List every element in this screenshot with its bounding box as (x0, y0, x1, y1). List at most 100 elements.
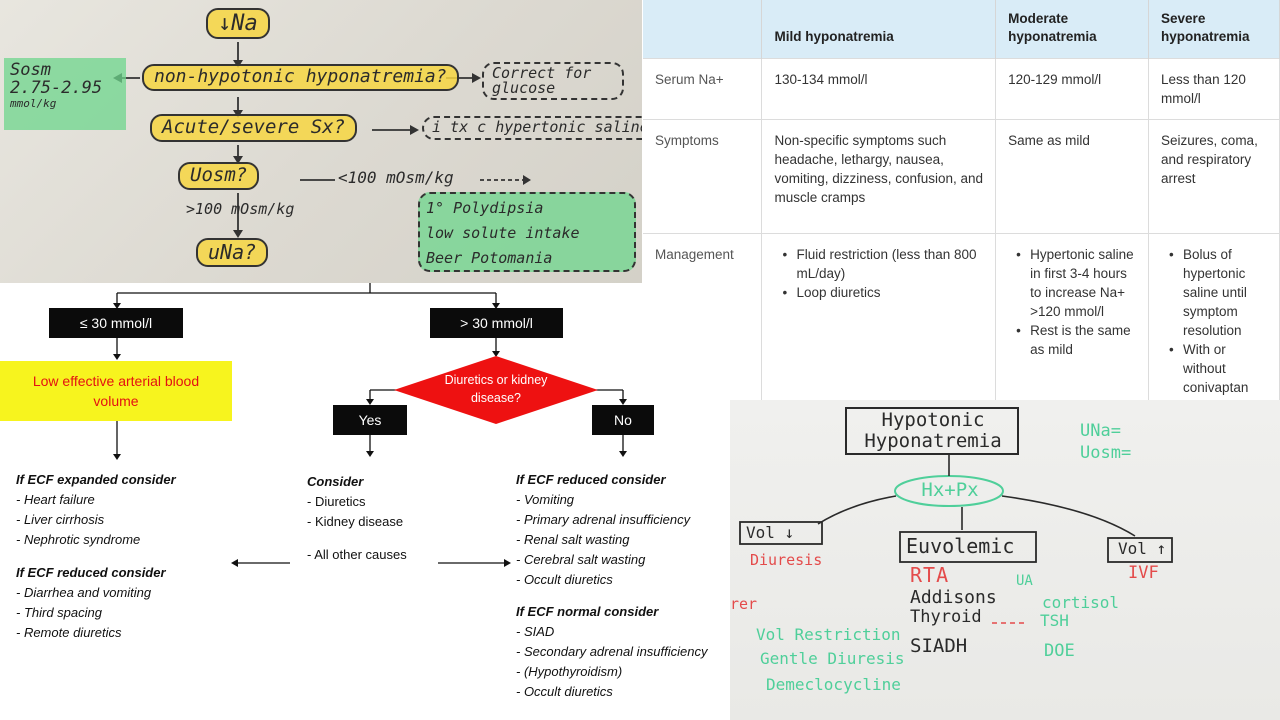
low-uosm-label: <100 mOsm/kg (338, 170, 454, 187)
list-item: Rest is the same as mild (1008, 321, 1136, 359)
list-item: - Renal salt wasting (516, 530, 690, 550)
serum-severe: Less than 120 mmol/l (1149, 59, 1280, 120)
management-severe: Bolus of hypertonic saline until symptom… (1149, 234, 1280, 409)
rta-label: RTA (910, 564, 949, 586)
list-item: - SIAD (516, 622, 708, 642)
vol-up-label: Vol ↑ (1118, 540, 1166, 558)
list-item: - Occult diuretics (516, 682, 708, 702)
title-line-1: Hypotonic (858, 410, 1008, 431)
vol-down-label: Vol ↓ (746, 524, 794, 542)
symptoms-moderate: Same as mild (996, 120, 1149, 234)
list-item: - Cerebral salt wasting (516, 550, 690, 570)
urine-osm-label: Uosm= (1080, 444, 1131, 463)
printed-flowchart: ≤ 30 mmol/l > 30 mmol/l Low effective ar… (0, 283, 730, 720)
row-label-symptoms: Symptoms (643, 120, 762, 234)
list-item: - Remote diuretics (16, 623, 166, 643)
handwritten-flowchart: ↓Na Sosm 2.75-2.95 mmol/kg non-hypotonic… (0, 0, 642, 283)
table-row: Serum Na+ 130-134 mmol/l 120-129 mmol/l … (643, 59, 1280, 120)
serum-moderate: 120-129 mmol/l (996, 59, 1149, 120)
ecf-reduced-heading-left: If ECF reduced consider (16, 563, 166, 583)
table-header-row: Mild hyponatremia Moderate hyponatremia … (643, 0, 1280, 59)
cause-item: Beer Potomania (426, 246, 628, 271)
list-item: - Primary adrenal insufficiency (516, 510, 690, 530)
header-moderate: Moderate hyponatremia (996, 0, 1149, 59)
diuresis-label: Diuresis (750, 552, 822, 569)
list-item: Fluid restriction (less than 800 mL/day) (774, 245, 983, 283)
serum-osmolality-note: Sosm 2.75-2.95 mmol/kg (4, 58, 126, 130)
ivf-label: IVF (1128, 564, 1159, 583)
list-item: - Kidney disease (307, 512, 403, 532)
symptoms-mild: Non-specific symptoms such headache, let… (762, 120, 996, 234)
list-item: - Diuretics (307, 492, 403, 512)
sosm-range: 2.75-2.95 (10, 80, 120, 98)
history-physical-label: Hx+Px (910, 480, 990, 501)
doe-label: DOE (1044, 642, 1075, 661)
table-row: Management Fluid restriction (less than … (643, 234, 1280, 409)
urine-sodium-question: uNa? (196, 238, 268, 267)
title-text: Hypotonic Hyponatremia (858, 410, 1008, 452)
high-uosm-label: >100 mOsm/kg (186, 202, 294, 218)
row-label-serum: Serum Na+ (643, 59, 762, 120)
header-empty (643, 0, 762, 59)
tsh-label: TSH (1040, 612, 1069, 630)
hyponatremia-severity-table: Mild hyponatremia Moderate hyponatremia … (643, 0, 1280, 400)
header-severe: Severe hyponatremia (1149, 0, 1280, 59)
list-item: - Nephrotic syndrome (16, 530, 176, 550)
list-item: - Heart failure (16, 490, 176, 510)
low-uosm-causes: 1° Polydipsia low solute intake Beer Pot… (418, 192, 636, 272)
whiteboard-diagram: Hypotonic Hyponatremia UNa= Uosm= Hx+Px … (730, 400, 1280, 720)
consider-heading: Consider (307, 472, 403, 492)
ecf-reduced-list-left: If ECF reduced consider - Diarrhea and v… (16, 563, 166, 643)
diamond-label: Diuretics or kidney disease? (436, 371, 556, 407)
list-item: - Diarrhea and vomiting (16, 583, 166, 603)
ecf-expanded-list: If ECF expanded consider - Heart failure… (16, 470, 176, 550)
urine-osmolality-question: Uosm? (178, 162, 259, 190)
cause-item: 1° Polydipsia (426, 196, 628, 221)
ecf-reduced-heading-right: If ECF reduced consider (516, 470, 690, 490)
vol-restriction-label: Vol Restriction (756, 626, 901, 644)
urine-sodium-label: UNa= (1080, 422, 1121, 441)
title-line-2: Hyponatremia (858, 431, 1008, 452)
management-moderate: Hypertonic saline in first 3-4 hours to … (996, 234, 1149, 409)
row-label-management: Management (643, 234, 762, 409)
symptoms-severe: Seizures, coma, and respiratory arrest (1149, 120, 1280, 234)
ecf-normal-heading: If ECF normal consider (516, 602, 708, 622)
acute-severe-question: Acute/severe Sx? (150, 114, 357, 142)
yes-box: Yes (333, 405, 407, 435)
consider-list: Consider - Diuretics - Kidney disease (307, 472, 403, 532)
table-row: Symptoms Non-specific symptoms such head… (643, 120, 1280, 234)
list-item: - (Hypothyroidism) (516, 662, 708, 682)
list-item: - Secondary adrenal insufficiency (516, 642, 708, 662)
low-urine-sodium-box: ≤ 30 mmol/l (49, 308, 183, 338)
cause-item: low solute intake (426, 221, 628, 246)
correct-glucose-note: Correct for glucose (482, 62, 624, 100)
list-item: With or without conivaptan (1161, 340, 1267, 397)
ecf-expanded-heading: If ECF expanded consider (16, 470, 176, 490)
ecf-reduced-list-right: If ECF reduced consider - Vomiting - Pri… (516, 470, 690, 590)
low-arterial-volume-box: Low effective arterial blood volume (0, 361, 232, 421)
list-item: - Liver cirrhosis (16, 510, 176, 530)
list-item: Bolus of hypertonic saline until symptom… (1161, 245, 1267, 340)
gentle-diuresis-label: Gentle Diuresis (760, 650, 905, 668)
all-other-causes: - All other causes (307, 545, 407, 565)
thyroid-label: Thyroid (910, 608, 982, 627)
siadh-label: SIADH (910, 636, 967, 657)
header-mild: Mild hyponatremia (762, 0, 996, 59)
serum-mild: 130-134 mmol/l (762, 59, 996, 120)
cortisol-label: cortisol (1042, 594, 1119, 612)
management-mild: Fluid restriction (less than 800 mL/day)… (762, 234, 996, 409)
euvolemic-label: Euvolemic (906, 535, 1014, 557)
non-hypotonic-question: non-hypotonic hyponatremia? (142, 64, 459, 91)
high-urine-sodium-box: > 30 mmol/l (430, 308, 563, 338)
addisons-label: Addisons (910, 588, 997, 608)
hypertonic-saline-note: i tx c hypertonic saline (422, 116, 642, 140)
edge-mark: rer (730, 596, 757, 613)
list-item: Loop diuretics (774, 283, 983, 302)
ecf-normal-list: If ECF normal consider - SIAD - Secondar… (516, 602, 708, 702)
list-item: - Third spacing (16, 603, 166, 623)
list-item: - Occult diuretics (516, 570, 690, 590)
sosm-unit: mmol/kg (10, 98, 120, 110)
list-item: Hypertonic saline in first 3-4 hours to … (1008, 245, 1136, 321)
demeclocycline-label: Demeclocycline (766, 676, 901, 694)
list-item: - Vomiting (516, 490, 690, 510)
